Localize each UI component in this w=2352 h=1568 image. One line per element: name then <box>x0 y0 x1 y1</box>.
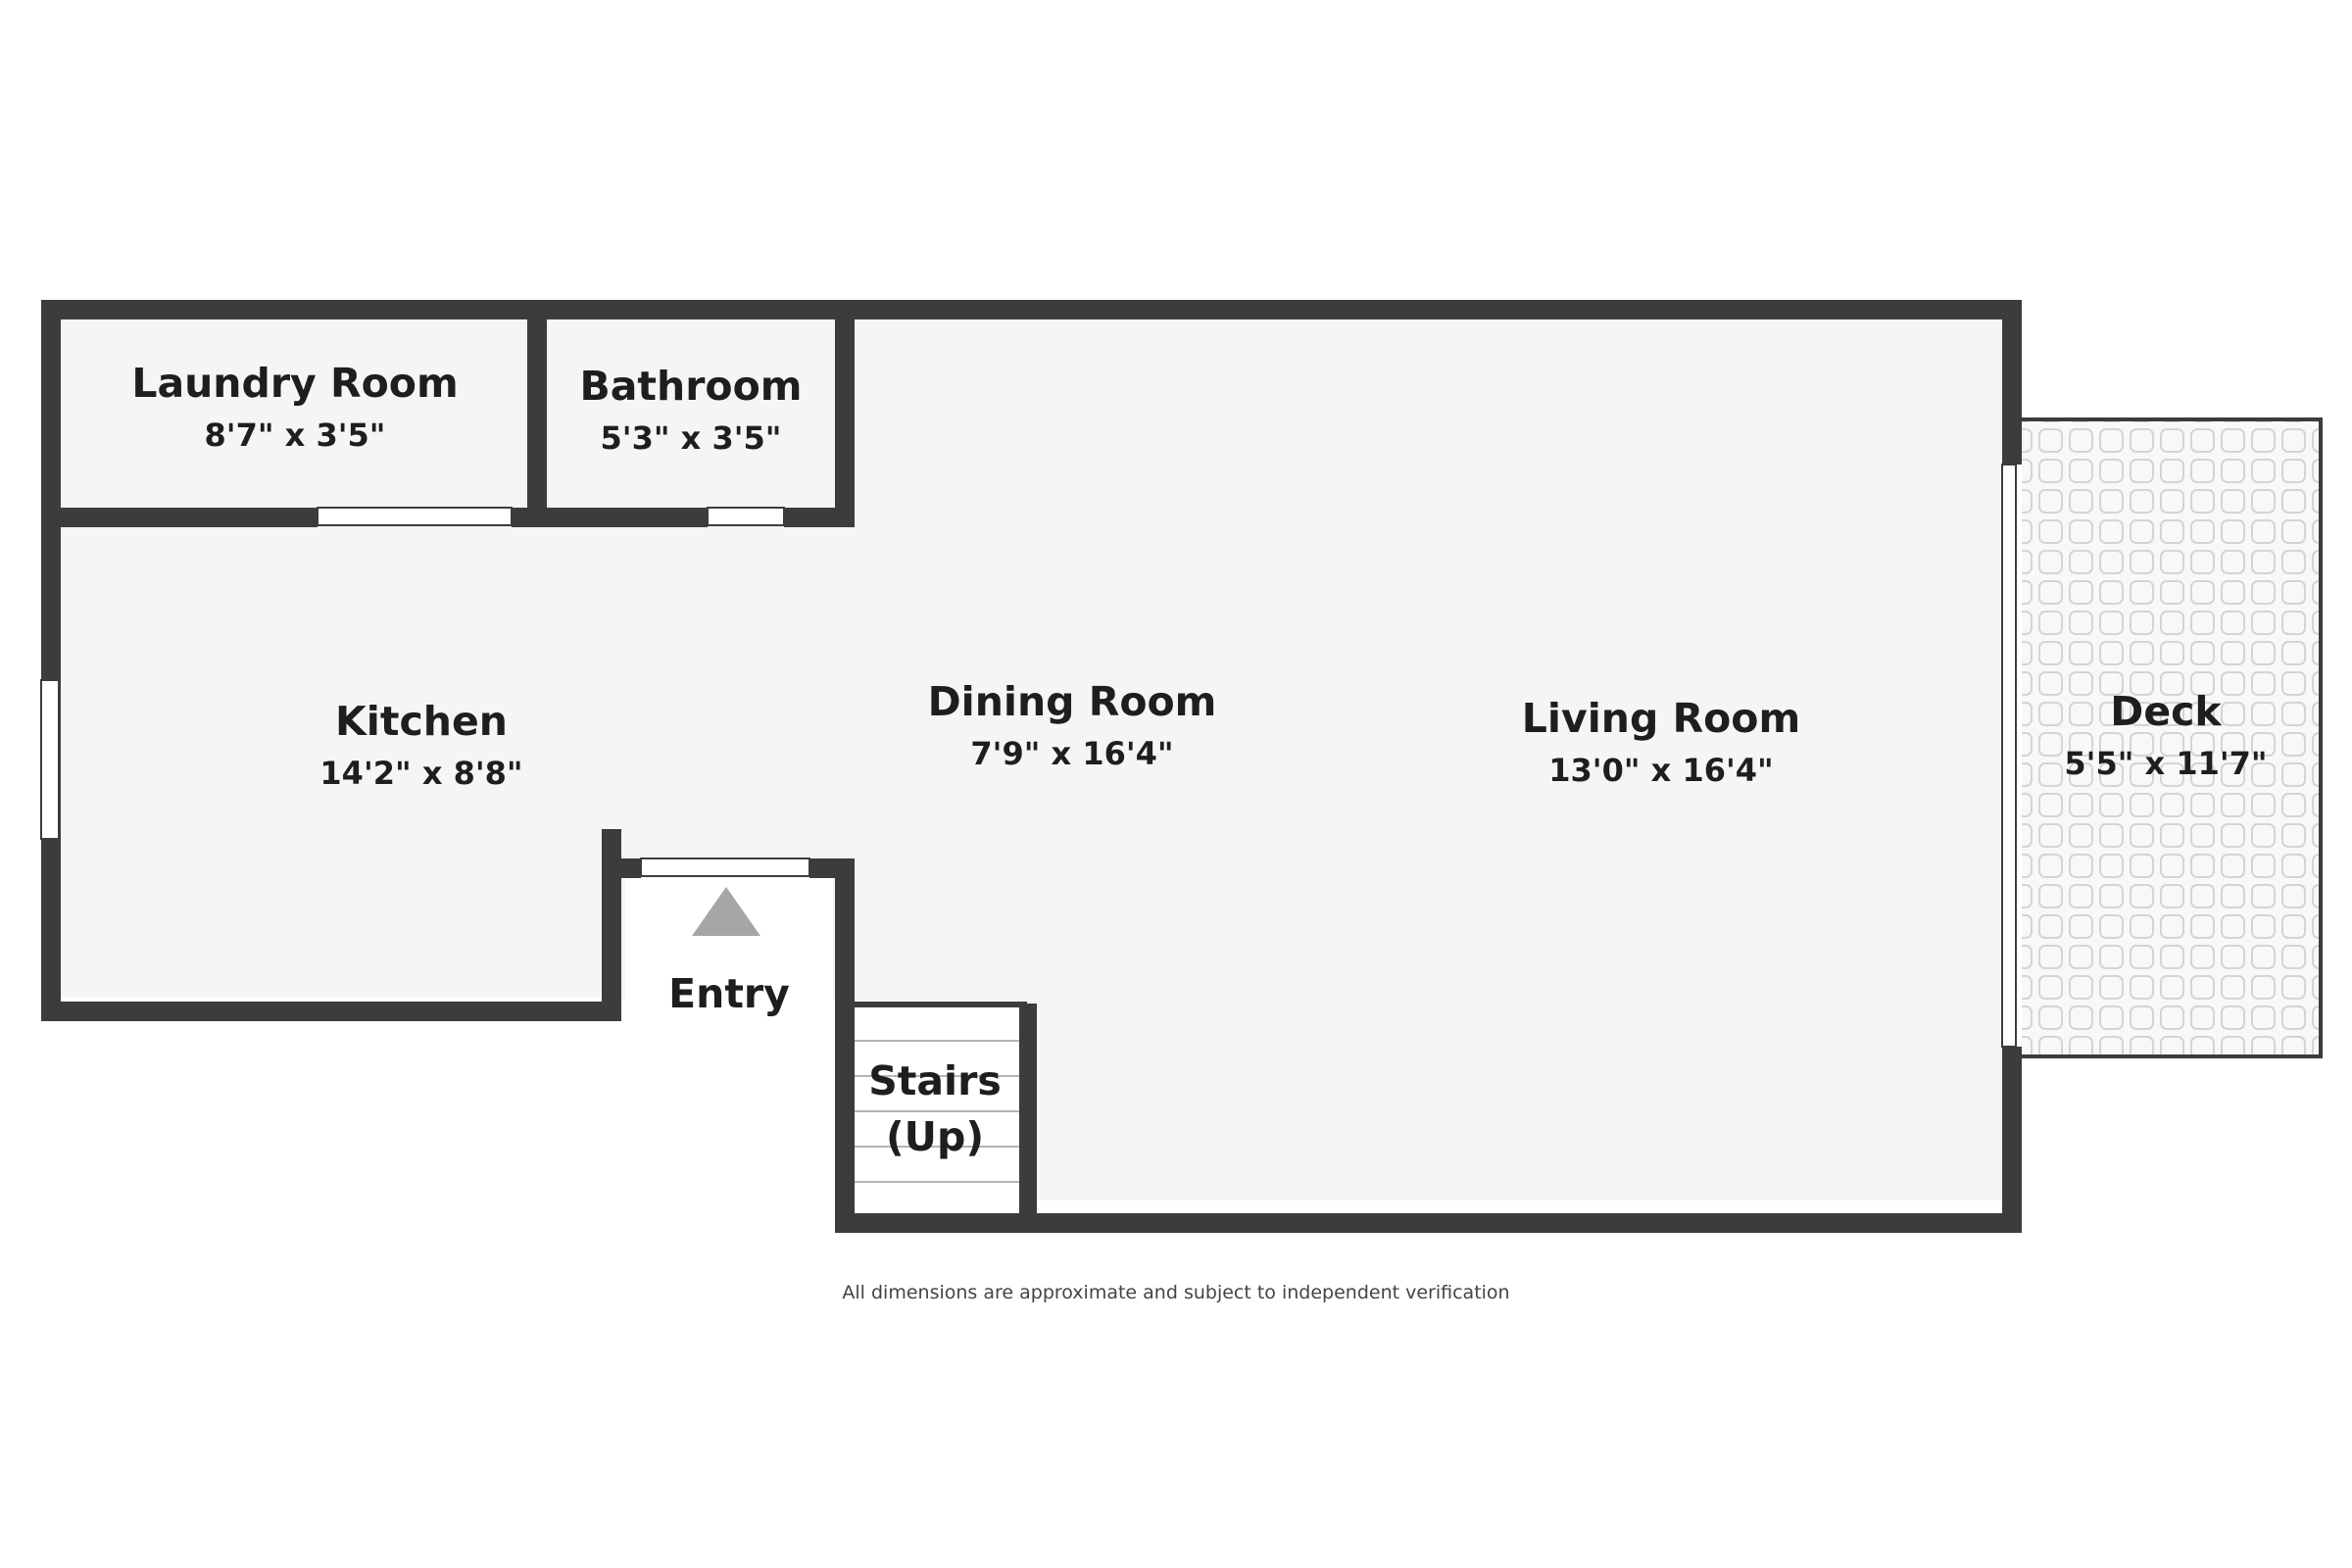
openings <box>40 464 2017 1048</box>
bathroom-name: Bathroom <box>580 363 803 410</box>
laundry-room-name: Laundry Room <box>131 360 458 407</box>
living-room-dims: 13'0" x 16'4" <box>1548 752 1773 789</box>
entry-door-opening <box>640 858 810 877</box>
entry-name: Entry <box>668 970 790 1017</box>
kitchen-name: Kitchen <box>335 698 508 745</box>
entry-arrow-icon <box>692 887 760 936</box>
bathroom-dims: 5'3" x 3'5" <box>601 419 782 457</box>
disclaimer-note: All dimensions are approximate and subje… <box>842 1282 1510 1303</box>
deck-doorway <box>2001 464 2017 1048</box>
stairs-direction-label: (Up) <box>886 1113 984 1160</box>
laundry-room-dims: 8'7" x 3'5" <box>205 416 386 454</box>
deck-border <box>2019 417 2323 1058</box>
stairs-treads <box>853 1005 1019 1205</box>
laundry-door-opening <box>317 507 513 526</box>
stairs-label: Stairs <box>868 1057 1001 1104</box>
deck-name: Deck <box>2110 688 2223 735</box>
walls <box>41 300 2022 1233</box>
kitchen-window <box>40 679 60 840</box>
bathroom-door-opening <box>707 507 785 526</box>
living-room-name: Living Room <box>1522 695 1800 742</box>
deck-dims: 5'5" x 11'7" <box>2064 745 2267 782</box>
dining-room-dims: 7'9" x 16'4" <box>970 735 1173 772</box>
kitchen-dims: 14'2" x 8'8" <box>319 755 522 792</box>
deck-tile-pattern <box>2022 419 2321 1056</box>
dining-room-name: Dining Room <box>928 678 1217 725</box>
